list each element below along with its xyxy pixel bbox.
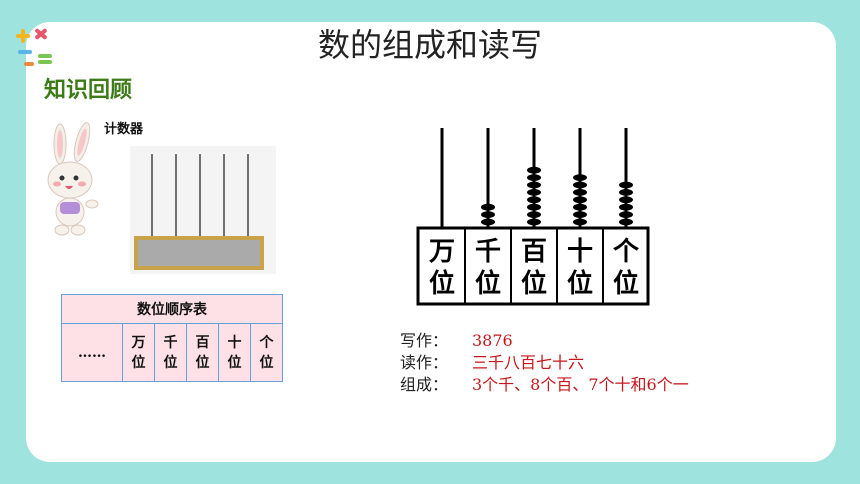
write-value: 3876 [472,331,513,350]
table-col-bai: 百位 [186,323,219,382]
write-row: 写作： 3876 [400,330,689,352]
table-col-shi: 十位 [218,323,251,382]
abacus-label-bottom: 位 [521,268,547,299]
compose-row: 组成： 3个千、8个百、7个十和6个一 [400,374,689,396]
compose-value: 3个千、8个百、7个十和6个一 [472,375,689,394]
abacus-bead [573,189,587,196]
bunny-mascot-icon [47,122,99,236]
abacus-label-bottom: 位 [613,268,639,299]
section-label: 知识回顾 [44,78,133,103]
compose-label: 组成： [400,375,449,394]
read-row: 读作： 三千八百七十六 [400,352,689,374]
abacus-bead [619,203,633,211]
table-ellipsis: …… [61,323,123,382]
abacus-bead [527,203,541,211]
abacus-bead [527,189,541,196]
abacus-bead [573,181,587,189]
abacus-label-top: 个 [613,237,640,267]
abacus-bead [527,174,541,181]
abacus-bead [619,211,633,218]
table-title: 数位顺序表 [61,294,283,324]
abacus-label-top: 万 [429,237,455,267]
slide-title: 数的组成和读写 [317,26,542,64]
abacus-bead [573,203,587,211]
abacus-bead [481,203,495,211]
abacus-bead [527,196,541,204]
table-col-ge: 个位 [250,323,283,382]
read-label: 读作： [400,353,449,372]
abacus-bead [573,174,587,181]
abacus-label-top: 十 [567,237,593,267]
abacus-bead [573,218,587,226]
abacus-label-top: 千 [475,237,501,267]
abacus-bead [481,211,495,218]
abacus-bead [527,181,541,189]
abacus-bead [481,218,495,226]
table-col-wan: 万位 [122,323,155,382]
number-info: 写作： 3876 读作： 三千八百七十六 组成： 3个千、8个百、7个十和6个一 [400,330,689,396]
write-label: 写作： [400,331,449,350]
read-value: 三千八百七十六 [472,353,585,372]
abacus-bead [527,166,541,174]
abacus-bead [527,211,541,218]
abacus-bead [619,181,633,189]
abacus-bead [619,196,633,204]
counter-label: 计数器 [104,122,144,137]
abacus-bead [619,218,633,226]
abacus-label-bottom: 位 [567,268,593,299]
abacus-bead [573,211,587,218]
table-col-qian: 千位 [154,323,187,382]
abacus-label-bottom: 位 [429,268,455,299]
abacus-bead [573,196,587,204]
abacus-bead [527,218,541,226]
abacus-label-bottom: 位 [475,268,501,299]
math-symbols-icon [16,28,52,66]
empty-counter-image [130,146,276,274]
place-value-table: 数位顺序表 …… 万位 千位 百位 十位 个位 [61,294,283,382]
abacus-label-top: 百 [521,237,547,267]
abacus-bead [619,189,633,196]
